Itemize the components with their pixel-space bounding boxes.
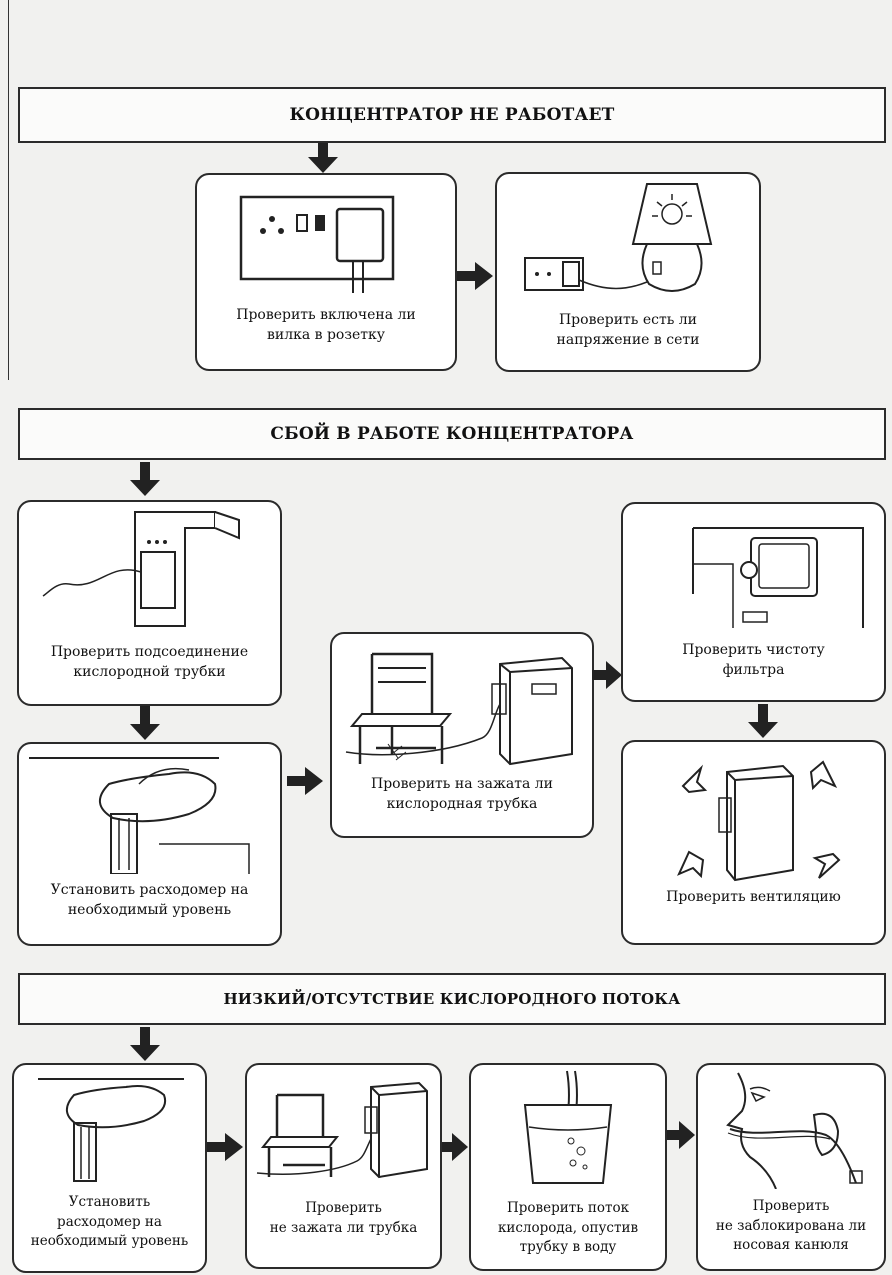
step-box-check-cannula: Проверить не заблокирована ли носовая ка…	[696, 1063, 886, 1271]
chair-pinched-tube-icon	[256, 1081, 428, 1179]
step-caption: Проверить не зажата ли трубка	[269, 1200, 418, 1236]
arrow-right-icon	[442, 1133, 468, 1161]
arrow-down-icon	[130, 706, 160, 740]
step-box-check-voltage: Проверить есть ли напряжение в сети	[495, 172, 761, 372]
arrow-down-icon	[748, 704, 778, 738]
margin-line	[8, 0, 9, 380]
step-box-tube-in-water: Проверить поток кислорода, опустив трубк…	[469, 1063, 667, 1271]
section-header-low-flow: НИЗКИЙ/ОТСУТСТВИЕ КИСЛОРОДНОГО ПОТОКА	[18, 973, 886, 1025]
step-caption: Проверить подсоединение кислородной труб…	[50, 644, 249, 681]
section-header-not-working: КОНЦЕНТРАТОР НЕ РАБОТАЕТ	[18, 87, 886, 143]
tube-connection-icon	[42, 511, 240, 627]
lamp-on-socket-icon	[524, 183, 713, 292]
arrow-down-icon	[130, 462, 160, 496]
ventilation-arrows-icon	[677, 760, 841, 882]
step-caption: Проверить есть ли напряжение в сети	[556, 312, 700, 349]
step-box-set-flowmeter: Установить расходомер на необходимый уро…	[17, 742, 282, 946]
wall-socket-plug-icon	[239, 195, 395, 293]
tube-in-water-glass-icon	[523, 1070, 613, 1184]
step-caption: Установить расходомер на необходимый уро…	[50, 882, 249, 919]
arrow-down-icon	[130, 1027, 160, 1061]
step-caption: Проверить на зажата ли кислородная трубк…	[371, 776, 553, 813]
arrow-right-icon	[667, 1121, 695, 1149]
step-box-low-flow-pinched-tube: Проверить не зажата ли трубка	[245, 1063, 442, 1269]
step-caption: Проверить чистоту фильтра	[682, 642, 825, 679]
nasal-cannula-face-icon	[726, 1072, 863, 1189]
step-caption: Проверить вентиляцию	[666, 889, 841, 905]
arrow-right-icon	[457, 262, 493, 290]
step-box-check-filter: Проверить чистоту фильтра	[621, 502, 886, 702]
step-caption: Проверить поток кислорода, опустив трубк…	[497, 1200, 639, 1256]
step-box-check-pinched-tube: Проверить на зажата ли кислородная трубк…	[330, 632, 594, 838]
step-box-check-tube-connection: Проверить подсоединение кислородной труб…	[17, 500, 282, 706]
step-caption: Проверить включена ли вилка в розетку	[236, 307, 416, 344]
arrow-down-icon	[308, 143, 338, 173]
arrow-right-icon	[592, 661, 622, 689]
chair-pinched-tube-icon	[345, 652, 573, 766]
arrow-right-icon	[207, 1133, 243, 1161]
step-box-check-plug: Проверить включена ли вилка в розетку	[195, 173, 457, 371]
flowmeter-hand-icon	[38, 1078, 184, 1182]
section-header-malfunction: СБОЙ В РАБОТЕ КОНЦЕНТРАТОРА	[18, 408, 886, 460]
step-box-check-ventilation: Проверить вентиляцию	[621, 740, 886, 945]
step-caption: Установить расходомер на необходимый уро…	[30, 1194, 189, 1250]
arrow-right-icon	[287, 767, 323, 795]
flowmeter-hand-icon	[29, 757, 250, 874]
step-caption: Проверить не заблокирована ли носовая ка…	[715, 1198, 867, 1254]
filter-panel-icon	[692, 527, 864, 628]
step-box-low-flow-flowmeter: Установить расходомер на необходимый уро…	[12, 1063, 207, 1273]
